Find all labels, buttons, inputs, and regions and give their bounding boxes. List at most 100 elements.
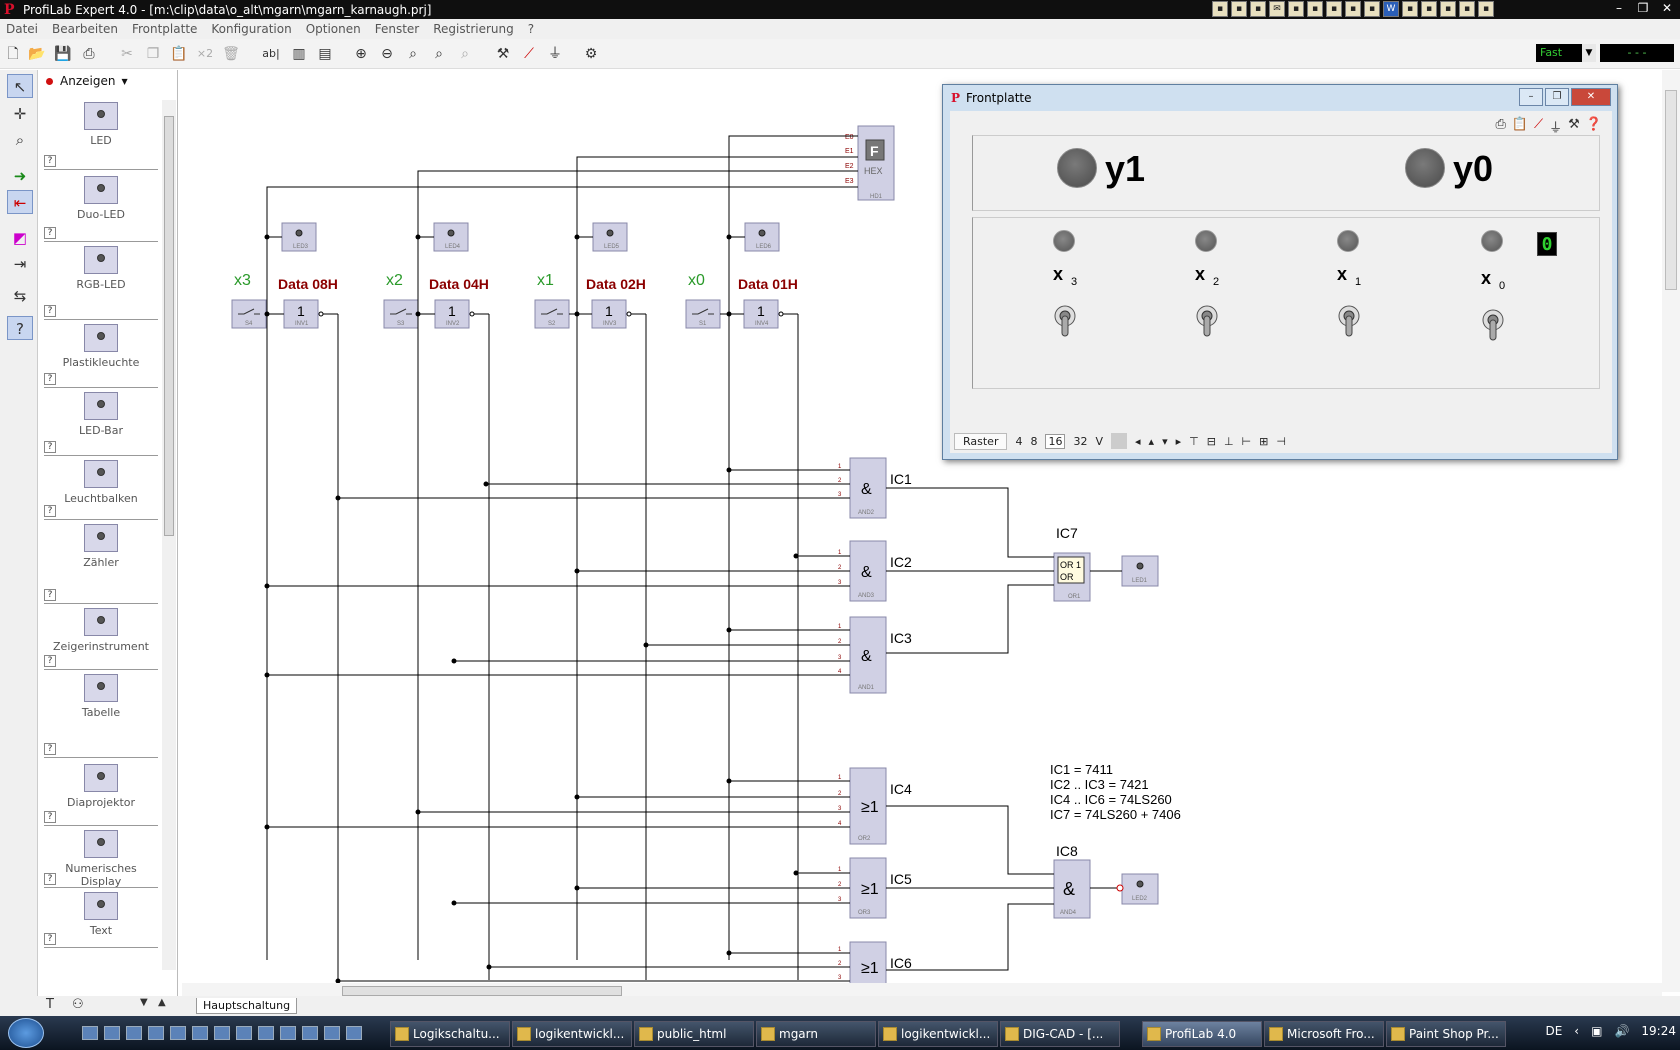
grid-icon[interactable]: ▥ <box>292 46 306 62</box>
palette-item[interactable]: Leuchtbalken? <box>44 456 158 520</box>
minimize-icon[interactable]: – <box>1616 1 1622 15</box>
palette-item[interactable]: Zähler? <box>44 520 158 604</box>
taskbar-task[interactable]: public_html <box>634 1021 754 1047</box>
arrow-right-icon[interactable]: ▸ <box>1175 434 1182 448</box>
taskbar-task[interactable]: ProfiLab 4.0 <box>1142 1021 1262 1047</box>
tools-icon[interactable]: ⚒ <box>1568 117 1580 132</box>
clock[interactable]: 19:24 <box>1641 1024 1676 1038</box>
menu-konfiguration[interactable]: Konfiguration <box>211 22 292 36</box>
horizontal-scrollbar[interactable] <box>182 983 1662 999</box>
logic-gate-component[interactable] <box>1053 859 1091 919</box>
menu-bearbeiten[interactable]: Bearbeiten <box>52 22 118 36</box>
quicklaunch-icon[interactable] <box>302 1026 318 1040</box>
arrow-up-icon[interactable]: ▲ <box>158 997 166 1008</box>
zoom-fit-icon[interactable]: ⌕ <box>435 46 443 62</box>
logic-gate-component[interactable] <box>849 540 887 602</box>
palette-item[interactable]: LED? <box>44 98 158 170</box>
toggle-switch-x0[interactable] <box>1481 308 1505 342</box>
volume-icon[interactable]: 🔊 <box>1614 1024 1630 1038</box>
help-icon[interactable]: ? <box>44 155 56 167</box>
tray-app-icon[interactable]: ▪ <box>1250 1 1266 17</box>
tray-app-icon[interactable]: ▪ <box>1478 1 1494 17</box>
raster-option-16[interactable]: 16 <box>1045 433 1066 449</box>
taskbar-task[interactable]: Paint Shop Pr... <box>1386 1021 1506 1047</box>
palette-item[interactable]: Duo-LED? <box>44 172 158 242</box>
help-icon[interactable]: ? <box>44 305 56 317</box>
hex-display-component[interactable] <box>857 125 895 201</box>
led-component[interactable] <box>433 222 469 252</box>
binoculars-icon[interactable]: ⚇ <box>72 997 84 1012</box>
clipboard-icon[interactable]: 📋 <box>1511 117 1529 132</box>
zoom-all-icon[interactable]: ⌕ <box>461 46 469 62</box>
menu-frontplatte[interactable]: Frontplatte <box>131 22 198 36</box>
align-right-icon[interactable]: ⊣ <box>1276 434 1286 448</box>
quicklaunch-icon[interactable] <box>148 1026 164 1040</box>
scroll-thumb[interactable] <box>342 986 622 996</box>
zoom-icon[interactable]: ⌕ <box>409 46 417 62</box>
switch-component[interactable] <box>534 299 570 329</box>
scroll-thumb[interactable] <box>164 116 174 536</box>
palette-item[interactable]: RGB-LED? <box>44 242 158 320</box>
paste-icon[interactable]: 📋 <box>170 46 188 62</box>
quicklaunch-icon[interactable] <box>346 1026 362 1040</box>
quicklaunch-icon[interactable] <box>324 1026 340 1040</box>
tray-app-icon[interactable]: ▪ <box>1440 1 1456 17</box>
arrow-down-icon[interactable]: ▼ <box>140 997 148 1008</box>
taskbar-task[interactable]: Logikschaltu... <box>390 1021 510 1047</box>
inverter-component[interactable] <box>434 299 470 329</box>
zoom-out-icon[interactable]: ⊖ <box>381 46 393 62</box>
probe-icon[interactable]: ⟋ <box>1534 117 1544 132</box>
raster-color-swatch[interactable] <box>1111 433 1128 449</box>
frontplatte-titlebar[interactable]: P Frontplatte – ❐ ✕ <box>943 85 1617 111</box>
palette-item[interactable]: Tabelle? <box>44 670 158 758</box>
palette-item[interactable]: LED-Bar? <box>44 388 158 456</box>
scroll-thumb[interactable] <box>1665 90 1677 290</box>
raster-option-v[interactable]: V <box>1095 434 1104 448</box>
swap-icon[interactable]: ⇆ <box>13 287 27 305</box>
io-icon[interactable]: ◩ <box>12 229 28 247</box>
palette-header[interactable]: Anzeigen ▼ <box>40 70 177 92</box>
quicklaunch-icon[interactable] <box>214 1026 230 1040</box>
menu-datei[interactable]: Datei <box>6 22 39 36</box>
plug-icon[interactable]: ⏚ <box>548 46 562 62</box>
align-center-icon[interactable]: ⊞ <box>1259 434 1269 448</box>
taskbar-task[interactable]: DIG-CAD - [... <box>1000 1021 1120 1047</box>
help-icon[interactable]: ? <box>44 441 56 453</box>
taskbar-task[interactable]: logikentwickl... <box>512 1021 632 1047</box>
help-icon[interactable]: ? <box>44 743 56 755</box>
tray-expand-icon[interactable]: ‹ <box>1574 1024 1580 1038</box>
tools-icon[interactable]: ⚒ <box>496 46 510 62</box>
help-pointer-icon[interactable]: ? <box>7 316 33 340</box>
page-icon[interactable]: ▤ <box>318 46 332 62</box>
zoom-in-icon[interactable]: ⊕ <box>355 46 367 62</box>
magnifier-icon[interactable]: ⌕ <box>15 131 25 149</box>
quicklaunch-icon[interactable] <box>82 1026 98 1040</box>
select-pointer-icon[interactable]: ↖ <box>7 74 33 98</box>
arrow-left-icon[interactable]: ◂ <box>1135 434 1141 448</box>
quicklaunch-icon[interactable] <box>280 1026 296 1040</box>
network-icon[interactable]: ▣ <box>1591 1024 1603 1038</box>
vertical-scrollbar[interactable] <box>1662 70 1680 992</box>
switch-component[interactable] <box>383 299 419 329</box>
quicklaunch-icon[interactable] <box>170 1026 186 1040</box>
gear-icon[interactable]: ⚙ <box>584 46 598 62</box>
palette-item[interactable]: Diaprojektor? <box>44 760 158 826</box>
tray-app-icon[interactable]: ▪ <box>1421 1 1437 17</box>
new-file-icon[interactable]: 🗋 <box>7 46 19 62</box>
quicklaunch-icon[interactable] <box>104 1026 120 1040</box>
arrow-down-icon[interactable]: ▾ <box>1162 434 1168 448</box>
start-button[interactable] <box>8 1018 44 1048</box>
arrow-up-icon[interactable]: ▴ <box>1148 434 1155 448</box>
taskbar-task[interactable]: logikentwickl... <box>878 1021 998 1047</box>
menu-help[interactable]: ? <box>527 22 535 36</box>
palette-item[interactable]: Numerisches Display? <box>44 826 158 888</box>
arrow-left-icon[interactable]: ⇤ <box>7 190 33 214</box>
text-tool-icon[interactable]: ab| <box>262 47 280 60</box>
language-indicator[interactable]: DE <box>1545 1024 1563 1038</box>
help-icon[interactable]: ? <box>44 873 56 885</box>
crosshair-icon[interactable]: ✛ <box>13 105 27 123</box>
text-icon[interactable]: T <box>46 997 54 1012</box>
align-middle-icon[interactable]: ⊟ <box>1206 434 1216 448</box>
print-icon[interactable]: ⎙ <box>1495 117 1506 132</box>
tray-app-icon[interactable]: ▪ <box>1212 1 1228 17</box>
